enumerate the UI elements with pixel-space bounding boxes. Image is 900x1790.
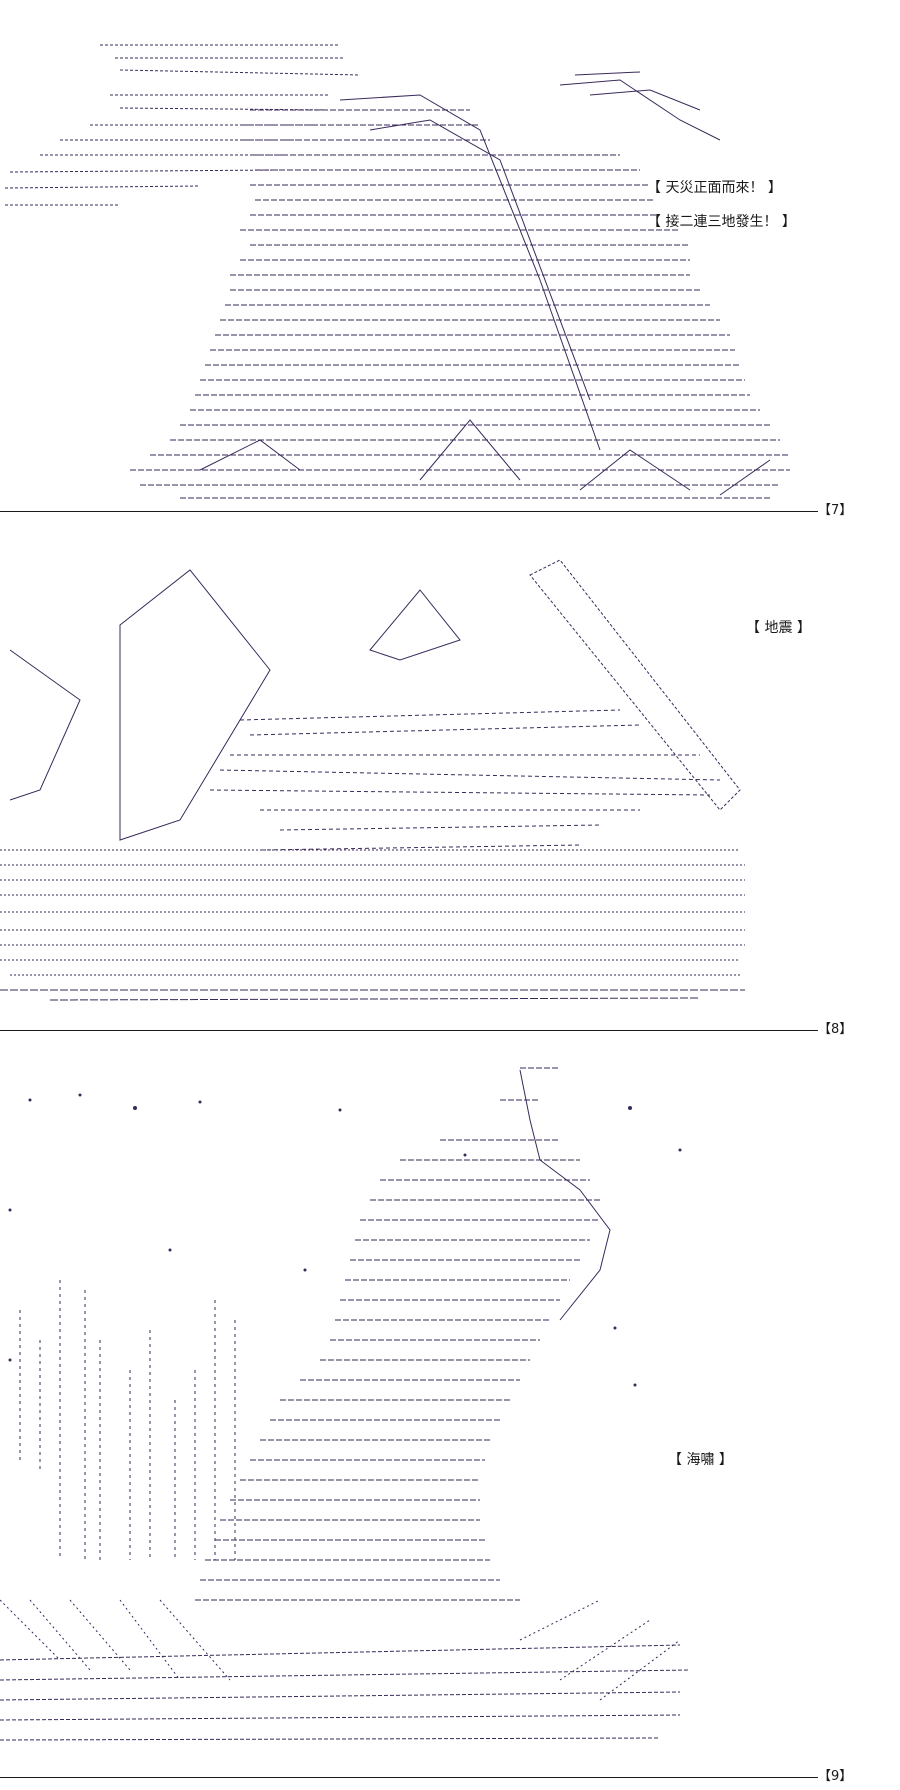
caption-tsunami: 【 海嘯 】 [668,1452,733,1468]
ascii-art-tsunami-scene [0,1040,900,1770]
ascii-art-earthquake-scene [0,520,900,1020]
caption-disaster-coming: 【 天災正面而來！ 】 [647,180,782,196]
page-number: 【8】 [818,1022,853,1037]
panel-disaster-intro: 【 天災正面而來！ 】 【 接二連三地發生！ 】 【7】 [0,0,900,520]
panel-earthquake: 【 地震 】 【8】 [0,520,900,1040]
panel-divider [0,1777,818,1778]
panel-tsunami: 【 海嘯 】 【9】 [0,1040,900,1790]
ascii-art-figure-scene [0,0,900,510]
caption-one-after-another: 【 接二連三地發生！ 】 [647,214,796,230]
panel-divider [0,1030,818,1031]
page-number: 【9】 [818,1769,853,1784]
page-number: 【7】 [818,503,853,518]
panel-divider [0,511,818,512]
caption-earthquake: 【 地震 】 [746,620,811,636]
